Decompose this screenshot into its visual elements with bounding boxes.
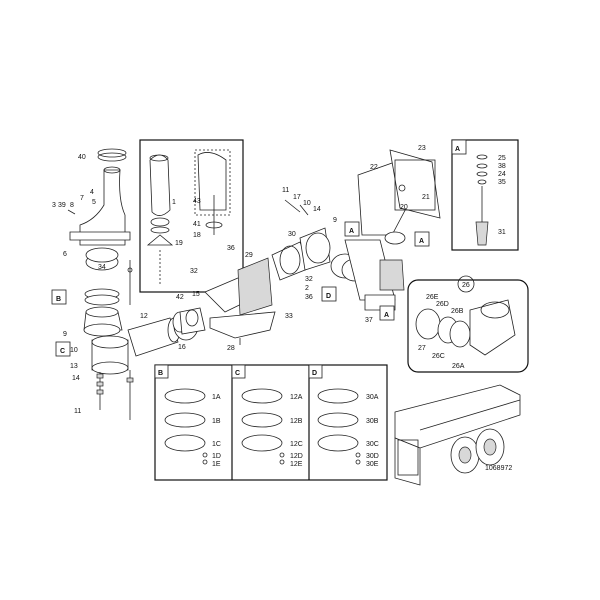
callout-label: 17	[293, 194, 301, 201]
callout-label: 39	[58, 202, 66, 209]
truck-illustration	[394, 384, 521, 486]
section-c-letter: C	[235, 370, 240, 377]
callout-label: 5	[92, 199, 96, 206]
callout-label: 32	[305, 276, 313, 283]
section-d-item: 30E	[366, 461, 379, 468]
callout-label: 19	[175, 240, 183, 247]
middle-assembly	[172, 241, 311, 345]
section-d-item: 30D	[366, 453, 379, 460]
callout-label: 10	[70, 347, 78, 354]
callout-label: 3	[52, 202, 56, 209]
section-c-item: 12B	[290, 418, 303, 425]
section-d-item: 30A	[366, 394, 379, 401]
callout-label: 11	[74, 408, 81, 415]
callout-label: 41	[193, 221, 201, 228]
callout-label: 20	[400, 204, 408, 211]
section-b-item: 1B	[212, 418, 221, 425]
callout-label: 21	[422, 194, 430, 201]
callout-label: 15	[192, 291, 200, 298]
callout-label: 7	[80, 195, 84, 202]
letter-markers	[51, 221, 430, 357]
callout-label: 10	[303, 200, 311, 207]
section-b-item: 1E	[212, 461, 221, 468]
callout-label: 36	[227, 245, 235, 252]
callout-label: 33	[285, 313, 293, 320]
section-d-item: 30C	[366, 441, 379, 448]
detail-26-item: 26A	[452, 363, 465, 370]
left-stack-assembly	[67, 148, 199, 420]
section-A-box	[451, 139, 519, 251]
callout-label: 18	[193, 232, 201, 239]
section-c-item: 12A	[290, 394, 303, 401]
bcd-boxes	[154, 364, 388, 481]
section-c-item: 12E	[290, 461, 303, 468]
callout-label: B	[56, 296, 61, 303]
callout-label: 11	[282, 187, 289, 194]
callout-label: 16	[178, 344, 186, 351]
detail-26-item: 27	[418, 345, 426, 352]
callout-label: A	[349, 228, 354, 235]
callout-label: 40	[78, 154, 86, 161]
callout-label: C	[60, 348, 65, 355]
section-d-letter: D	[312, 370, 317, 377]
callout-label: 2	[305, 285, 309, 292]
section-b-item: 1D	[212, 453, 221, 460]
callout-label: 28	[227, 345, 235, 352]
detail-26-box	[407, 275, 529, 373]
callout-label: 30	[288, 231, 296, 238]
callout-label: 9	[63, 331, 67, 338]
section-c-item: 12C	[290, 441, 303, 448]
section-a-letter: A	[455, 146, 460, 153]
callout-label: 32	[190, 268, 198, 275]
callout-label: 8	[70, 202, 74, 209]
callout-label: A	[419, 238, 424, 245]
callout-label: 6	[63, 251, 67, 258]
callout-label: 43	[193, 198, 201, 205]
section-b-letter: B	[158, 370, 163, 377]
section-b-item: 1A	[212, 394, 221, 401]
callout-label: 14	[313, 206, 321, 213]
callout-label: 37	[365, 317, 373, 324]
section-c-item: 12D	[290, 453, 303, 460]
section-b-item: 1C	[212, 441, 221, 448]
callout-label: 14	[72, 375, 80, 382]
callout-labels: 40 3 39 8 7 4 5 6 34 9 10 11 12 13 14 42…	[52, 145, 512, 472]
detail-26-item: 26D	[436, 301, 449, 308]
section-a-item: 38	[498, 163, 506, 170]
detail-26-item: 26B	[451, 308, 464, 315]
section-d-item: 30B	[366, 418, 379, 425]
callout-label: 12	[140, 313, 148, 320]
callout-label: 22	[370, 164, 378, 171]
section-a-item: 31	[498, 229, 506, 236]
callout-label: 29	[245, 252, 253, 259]
callout-label: 9	[333, 217, 337, 224]
detail-26-item: 26C	[432, 353, 445, 360]
callout-label: 13	[70, 363, 78, 370]
reference-code: 1068972	[485, 465, 512, 472]
section-a-item: 35	[498, 179, 506, 186]
callout-label: A	[384, 312, 389, 319]
section-a-item: 25	[498, 155, 506, 162]
callout-label: 34	[98, 264, 106, 271]
callout-label: D	[326, 293, 331, 300]
detail-26-item: 26E	[426, 294, 439, 301]
callout-label: 1	[172, 199, 176, 206]
inset-box-part-1	[139, 139, 244, 293]
detail-26-title: 26	[462, 282, 470, 289]
callout-label: 36	[305, 294, 313, 301]
callout-label: 4	[90, 189, 94, 196]
section-a-item: 24	[498, 171, 506, 178]
callout-label: 42	[176, 294, 184, 301]
callout-label: 23	[418, 145, 426, 152]
